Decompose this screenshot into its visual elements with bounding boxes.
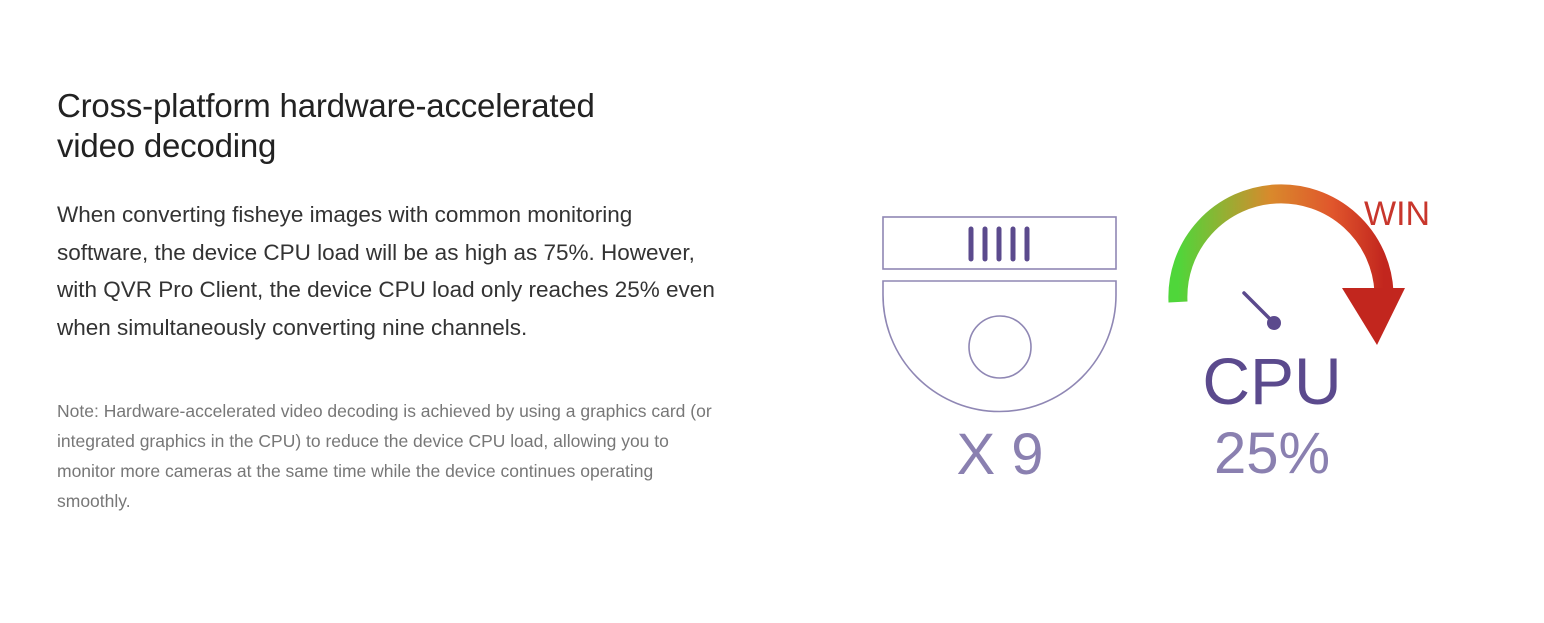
gauge-needle [1242,291,1272,321]
cpu-gauge-icon [1168,184,1405,345]
gauge-arc [1168,184,1394,303]
fisheye-camera-icon [882,216,1117,413]
gauge-arrowhead [1342,288,1405,345]
cpu-load-value: 25% [1214,421,1330,486]
illustration-svg: X 9 WIN CPU 25% [882,184,1430,487]
camera-multiplier-label: X 9 [956,422,1043,487]
camera-dome [882,280,1117,413]
gauge-status-label: WIN [1364,195,1430,233]
camera-vent-lines [968,226,1030,262]
feature-note: Note: Hardware-accelerated video decodin… [57,401,712,511]
camera-top-bar [882,216,1117,270]
gauge-title-label: CPU [1202,344,1341,418]
feature-illustration: X 9 WIN CPU 25% [860,180,1480,500]
gauge-needle-hub [1267,316,1281,330]
feature-title: Cross-platform hardware-accelerated vide… [57,86,717,166]
camera-lens [968,315,1032,379]
feature-title-line-2: video decoding [57,127,277,164]
feature-title-line-1: Cross-platform hardware-accelerated [57,87,595,124]
feature-text-column: Cross-platform hardware-accelerated vide… [57,86,717,516]
feature-description: When converting fisheye images with comm… [57,202,715,340]
